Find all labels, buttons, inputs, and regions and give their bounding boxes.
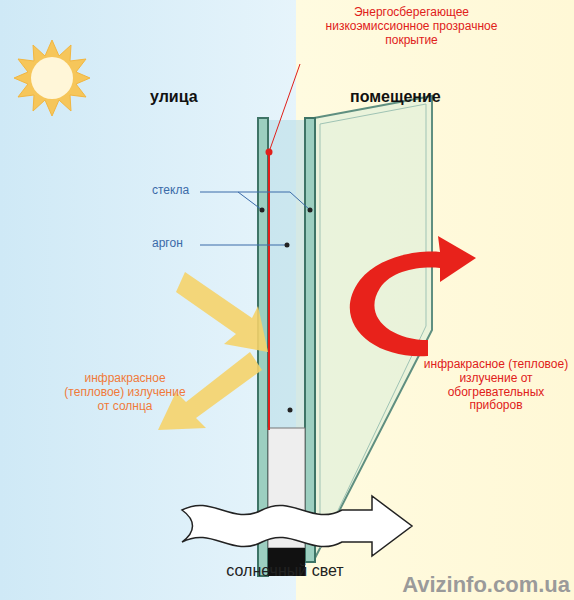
inner-glass (305, 118, 315, 562)
coating-label: Энергосберегающее низкоэмиссионное прозр… (304, 6, 519, 47)
glass-leader (238, 192, 262, 210)
glass-leader (200, 192, 238, 193)
glass-dot (308, 208, 313, 213)
room-label: помещение (350, 88, 480, 106)
outside-label: улица (150, 88, 230, 106)
heater-ir-arrow (350, 236, 476, 356)
heater-ir-label: инфракрасное (тепловое) излучение от обо… (420, 358, 572, 413)
coating-leader (269, 64, 300, 152)
room-ground (296, 0, 574, 600)
outside-ground (0, 0, 296, 600)
spacer-dot (288, 408, 293, 413)
solar-ir-label: инфракрасное (тепловое) излучение от сол… (60, 372, 190, 413)
watermark: Avizinfo.com.ua (330, 572, 570, 597)
solar-ir-in (176, 272, 268, 352)
sunlight-arrow (182, 496, 412, 556)
glass-leader (290, 192, 310, 210)
argon-leader (200, 245, 286, 246)
glass-dot (260, 208, 265, 213)
glass-leader (238, 192, 290, 193)
sunlight-label: солнечный свет (200, 562, 370, 580)
glass-label: стекла (152, 184, 202, 198)
argon-dot (285, 243, 290, 248)
argon-label: аргон (152, 237, 202, 251)
sun (14, 40, 90, 116)
